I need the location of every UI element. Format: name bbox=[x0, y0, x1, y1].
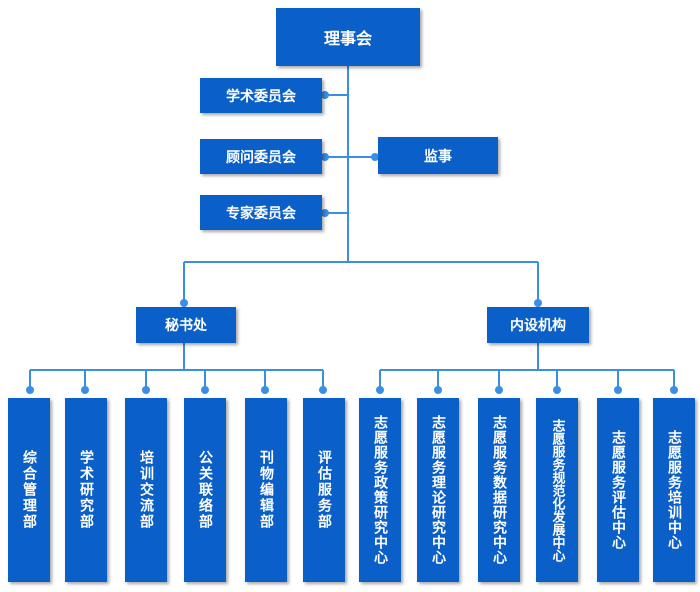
dept-label: 公关联络部 bbox=[197, 450, 213, 530]
branch-secretariat: 秘书处 bbox=[136, 307, 236, 343]
center-box: 志愿服务规范化发展中心 bbox=[536, 398, 578, 582]
dept-label: 刊物编辑部 bbox=[258, 450, 274, 530]
dept-label: 评估服务部 bbox=[316, 450, 332, 530]
dot-committee-1 bbox=[321, 91, 329, 99]
branch-label: 秘书处 bbox=[165, 318, 207, 334]
dept-label: 学术研究部 bbox=[78, 450, 94, 530]
connector-dots bbox=[26, 91, 678, 394]
center-label: 志愿服务数据研究中心 bbox=[491, 415, 507, 565]
center-label: 志愿服务政策研究中心 bbox=[372, 415, 388, 565]
dot-dept-2 bbox=[81, 386, 89, 394]
center-label: 志愿服务规范化发展中心 bbox=[549, 418, 565, 562]
dept-label: 培训交流部 bbox=[138, 450, 154, 530]
dot-center-2 bbox=[434, 386, 442, 394]
dot-committee-2 bbox=[321, 153, 329, 161]
dot-committee-3 bbox=[321, 209, 329, 217]
committee-advisory: 顾问委员会 bbox=[200, 139, 322, 174]
dept-box: 公关联络部 bbox=[184, 398, 226, 582]
dept-box: 综合管理部 bbox=[8, 398, 50, 582]
center-label: 志愿服务培训中心 bbox=[666, 430, 682, 550]
committee-label: 顾问委员会 bbox=[226, 149, 296, 166]
dot-center-5 bbox=[614, 386, 622, 394]
center-box: 志愿服务评估中心 bbox=[597, 398, 639, 582]
center-box: 志愿服务数据研究中心 bbox=[478, 398, 520, 582]
dot-center-4 bbox=[553, 386, 561, 394]
dot-dept-1 bbox=[26, 386, 34, 394]
dot-dept-3 bbox=[142, 386, 150, 394]
center-label: 志愿服务理论研究中心 bbox=[430, 415, 446, 565]
supervisor-node: 监事 bbox=[378, 137, 498, 174]
dot-branch-1 bbox=[180, 299, 188, 307]
dot-center-6 bbox=[670, 386, 678, 394]
dept-label: 综合管理部 bbox=[21, 450, 37, 530]
center-box: 志愿服务政策研究中心 bbox=[359, 398, 401, 582]
committee-academic: 学术委员会 bbox=[200, 78, 322, 113]
dot-supervisor bbox=[371, 153, 379, 161]
dot-center-3 bbox=[495, 386, 503, 394]
supervisor-label: 监事 bbox=[424, 148, 452, 165]
dept-box: 刊物编辑部 bbox=[245, 398, 287, 582]
dot-dept-4 bbox=[201, 386, 209, 394]
dot-dept-6 bbox=[319, 386, 327, 394]
center-box: 志愿服务培训中心 bbox=[653, 398, 695, 582]
dept-box: 评估服务部 bbox=[303, 398, 345, 582]
dot-center-1 bbox=[376, 386, 384, 394]
committee-label: 专家委员会 bbox=[226, 205, 296, 222]
dot-branch-2 bbox=[534, 299, 542, 307]
dept-box: 培训交流部 bbox=[125, 398, 167, 582]
center-box: 志愿服务理论研究中心 bbox=[417, 398, 459, 582]
committee-label: 学术委员会 bbox=[226, 88, 296, 105]
dept-box: 学术研究部 bbox=[65, 398, 107, 582]
committee-expert: 专家委员会 bbox=[200, 195, 322, 230]
branch-label: 内设机构 bbox=[510, 318, 566, 334]
root-label: 理事会 bbox=[323, 29, 372, 48]
branch-internal: 内设机构 bbox=[487, 307, 589, 343]
center-label: 志愿服务评估中心 bbox=[610, 430, 626, 550]
root-node: 理事会 bbox=[276, 8, 420, 66]
dot-dept-5 bbox=[261, 386, 269, 394]
